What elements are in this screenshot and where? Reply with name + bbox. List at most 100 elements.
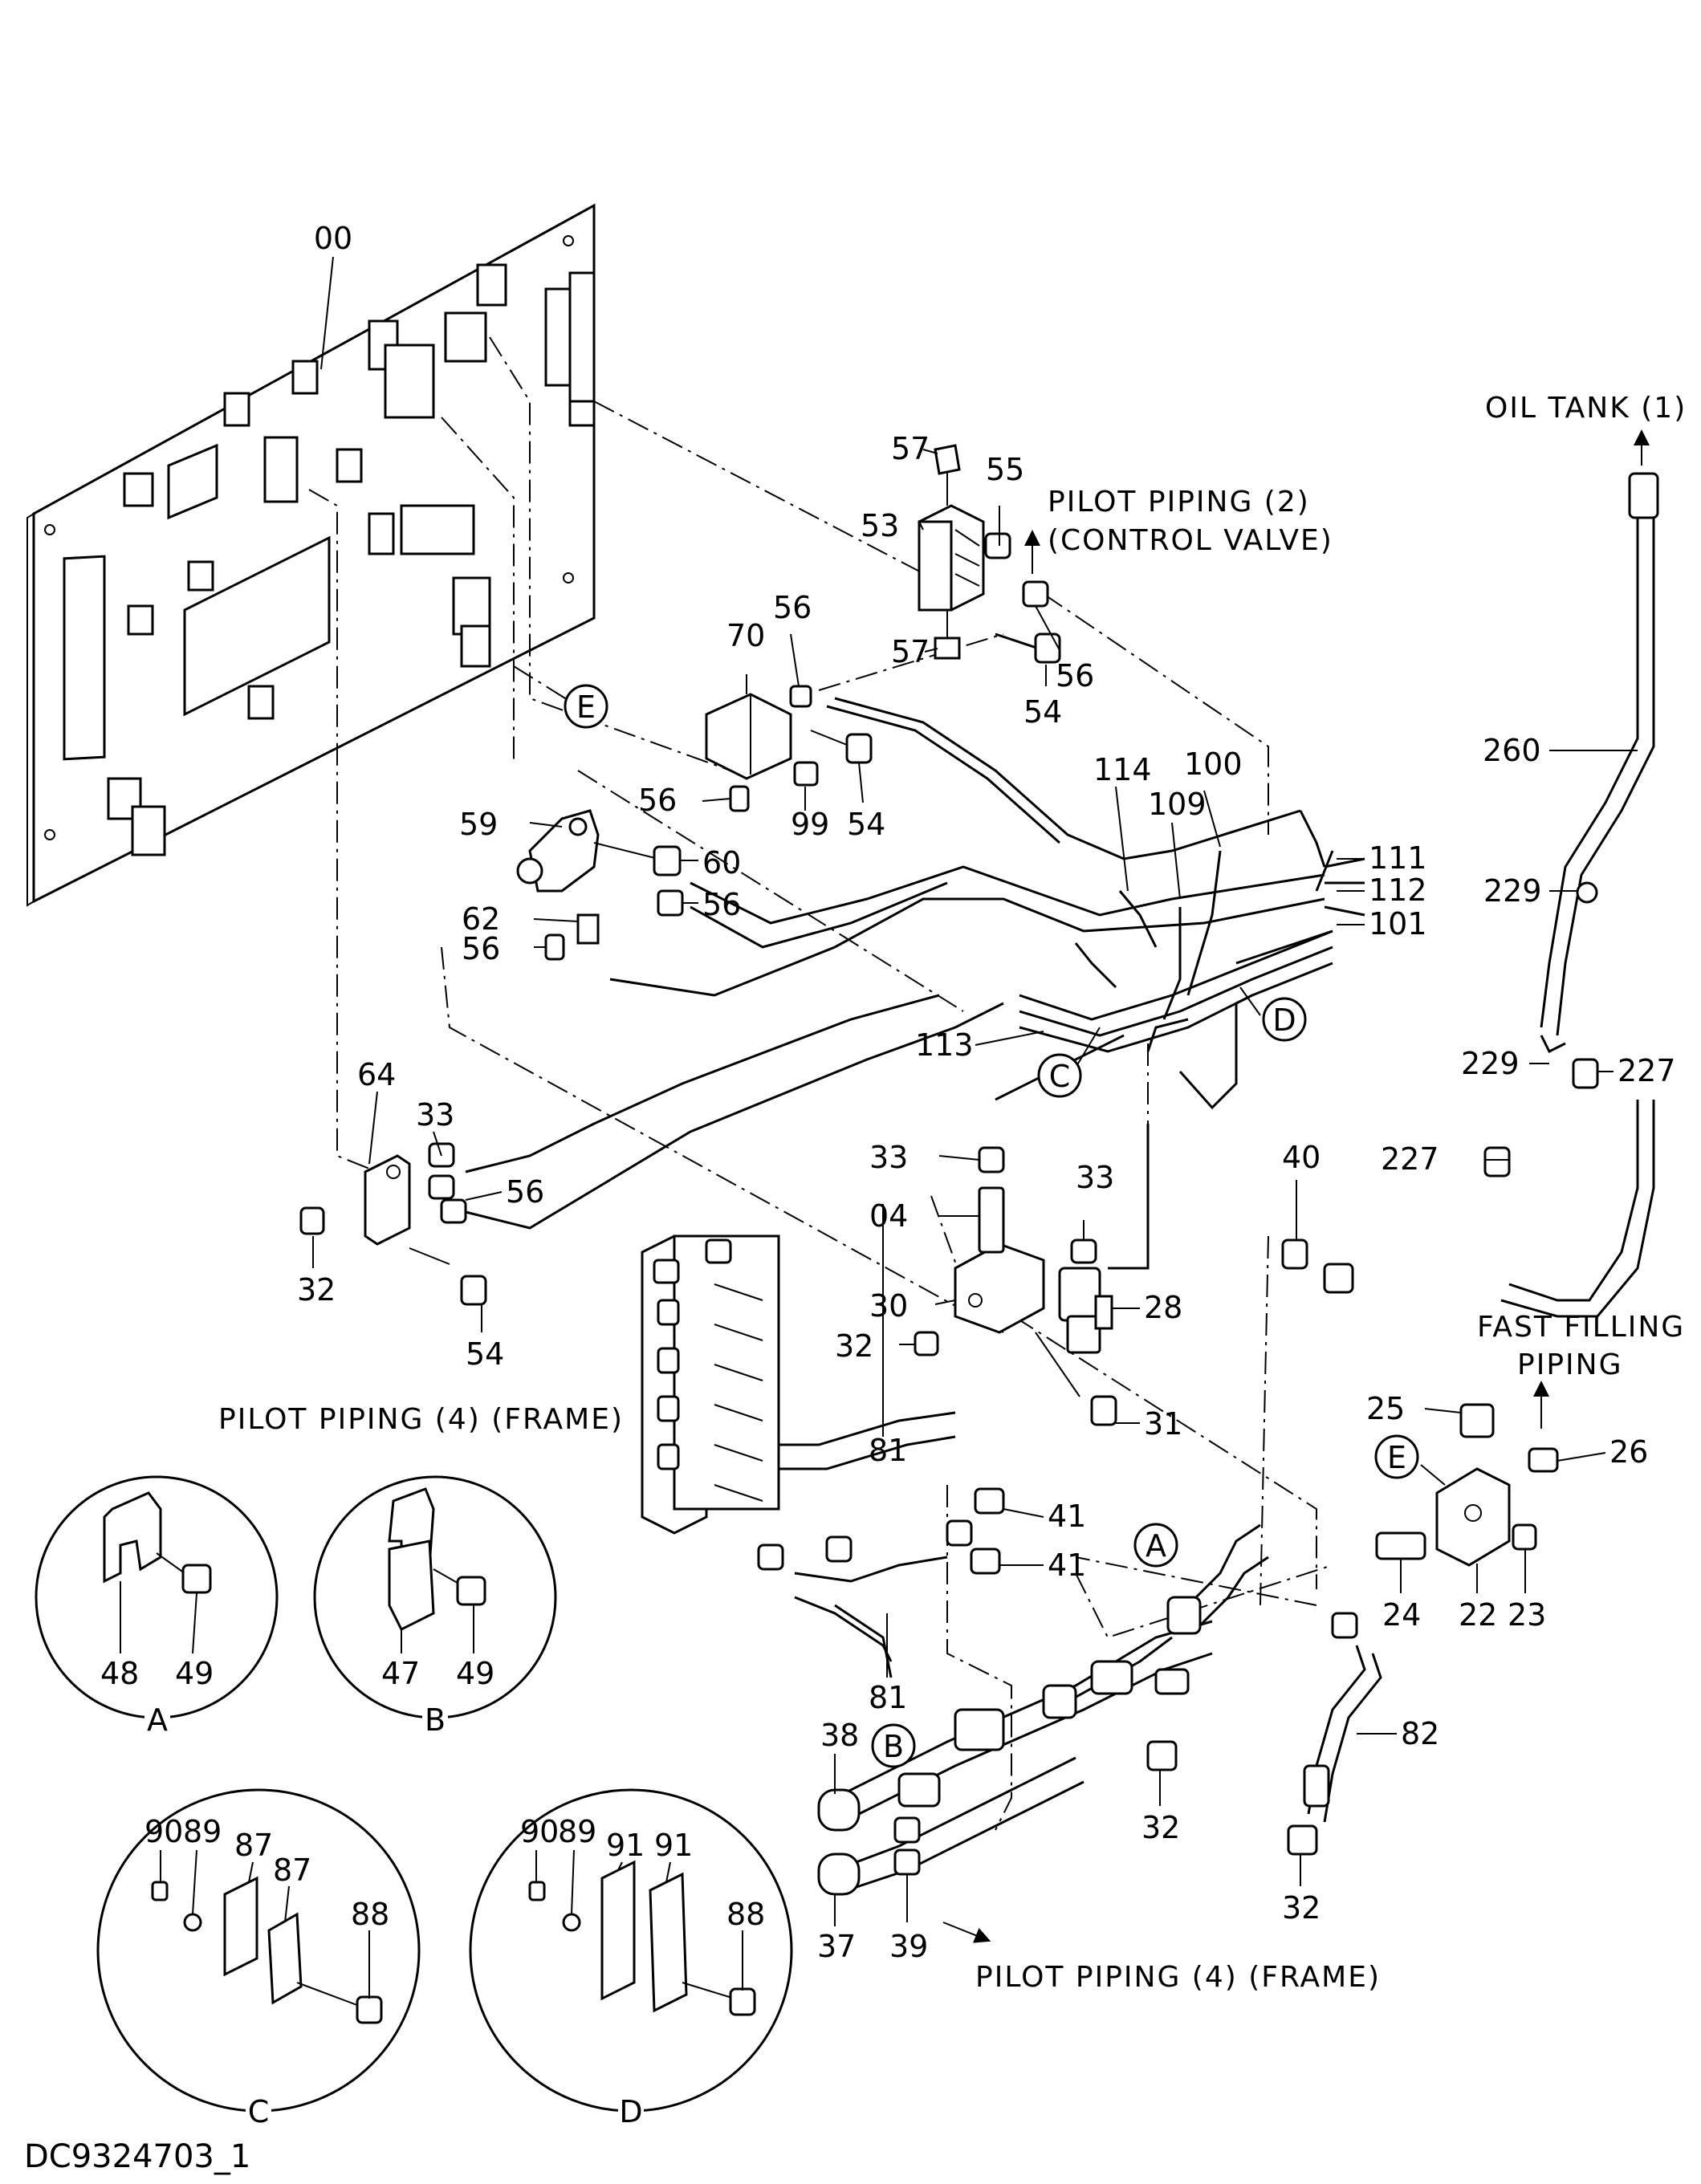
callout-54-b: 54 [847,807,885,842]
callout-56-b: 56 [773,590,812,625]
note-pilot-piping-4-frame: PILOT PIPING (4) (FRAME) [218,1403,624,1436]
callout-64: 64 [357,1057,396,1092]
detail-letter-d: D [619,2094,642,2129]
note-pilot-piping-2: PILOT PIPING (2) [1048,486,1310,519]
callout-41: 41 [1048,1499,1086,1534]
callout-54: 54 [1023,694,1062,730]
callout-00: 00 [314,221,352,256]
callout-56-f: 56 [506,1174,544,1210]
callout-32: 32 [297,1272,336,1308]
callout-88-b: 88 [726,1897,765,1932]
callout-70: 70 [726,618,765,653]
callout-53: 53 [861,508,899,543]
callout-23: 23 [1508,1597,1546,1633]
note-oil-tank: OIL TANK (1) [1485,392,1687,425]
callout-31: 31 [1144,1406,1182,1442]
view-marker-e: E [576,689,596,725]
callout-37: 37 [817,1929,856,1964]
callout-109: 109 [1148,787,1207,822]
note-pilot-piping-4-frame-b: PILOT PIPING (4) (FRAME) [975,1961,1381,1994]
view-marker-a: A [1146,1528,1166,1564]
callout-87: 87 [234,1828,273,1863]
detail-view-b [313,1475,557,1719]
callout-04: 04 [869,1198,908,1234]
callout-49: 49 [175,1656,214,1691]
detail-letter-b: B [425,1702,446,1738]
callout-33: 33 [416,1097,454,1133]
frame-plate [26,203,596,907]
leader-lines [120,256,1650,1999]
callout-54-c: 54 [466,1336,504,1372]
detail-view-d [469,1788,793,2113]
callout-89: 89 [183,1814,222,1849]
callout-30: 30 [869,1288,908,1324]
callout-113: 113 [915,1027,974,1063]
detail-view-letters: A B C D [144,1702,644,2129]
callout-56-c: 56 [638,783,677,818]
callout-28: 28 [1144,1290,1182,1325]
callout-33-b: 33 [869,1140,908,1175]
callouts: 00 57 55 53 57 54 56 56 70 56 99 54 59 6… [100,221,1676,1964]
callout-47: 47 [381,1656,420,1691]
callout-22: 22 [1459,1597,1497,1633]
callout-55: 55 [986,452,1024,487]
callout-229: 229 [1483,873,1542,909]
note-control-valve: (CONTROL VALVE) [1048,524,1333,557]
callout-227: 227 [1618,1053,1676,1088]
detail-view-a [35,1475,279,1719]
callout-41-b: 41 [1048,1548,1086,1583]
callout-91: 91 [606,1828,645,1863]
callout-260: 260 [1483,733,1541,768]
callout-87-b: 87 [273,1853,311,1888]
callout-112: 112 [1369,872,1427,908]
callout-32-d: 32 [1282,1890,1321,1926]
callout-111: 111 [1369,840,1427,876]
callout-33-c: 33 [1076,1160,1114,1195]
document-id: DC9324703_1 [24,2138,250,2175]
assembly-lines [308,336,1333,1831]
pipes [465,514,1655,1896]
callout-26: 26 [1609,1434,1648,1470]
view-marker-d: D [1272,1003,1296,1038]
view-marker-e-2: E [1387,1440,1406,1475]
view-markers: E C D E A B [564,684,1419,1768]
callout-40: 40 [1282,1140,1321,1175]
callout-229-b: 229 [1461,1046,1520,1081]
callout-56-e: 56 [462,931,500,966]
callout-60: 60 [702,845,741,881]
callout-62: 62 [462,901,500,937]
notes: OIL TANK (1) PILOT PIPING (2) (CONTROL V… [218,392,1687,1994]
callout-32-b: 32 [835,1328,873,1364]
components [299,444,1659,1896]
callout-88: 88 [351,1897,389,1932]
callout-89-b: 89 [558,1814,596,1849]
callout-227-b: 227 [1381,1141,1439,1177]
detail-letter-a: A [147,1702,168,1738]
callout-39: 39 [889,1929,928,1964]
callout-91-b: 91 [654,1828,693,1863]
view-marker-c: C [1049,1059,1071,1094]
callout-99: 99 [791,807,829,842]
callout-101: 101 [1369,906,1427,942]
note-fast-filling-piping: PIPING [1517,1348,1622,1381]
view-marker-b: B [883,1729,904,1764]
callout-57: 57 [891,431,930,466]
callout-81-b: 81 [869,1680,907,1715]
callout-57-b: 57 [891,634,930,669]
callout-24: 24 [1382,1597,1421,1633]
callout-81: 81 [869,1433,907,1468]
callout-114: 114 [1093,752,1152,787]
callout-25: 25 [1366,1391,1405,1426]
detail-letter-c: C [248,2094,270,2129]
callout-49-b: 49 [456,1656,494,1691]
callout-90: 90 [144,1814,183,1849]
callout-56: 56 [1056,658,1094,693]
callout-32-c: 32 [1141,1810,1180,1845]
callout-82: 82 [1401,1716,1439,1751]
callout-38: 38 [820,1718,859,1753]
callout-56-d: 56 [702,887,741,922]
callout-48: 48 [100,1656,139,1691]
callout-59: 59 [459,807,498,842]
callout-100: 100 [1184,746,1243,782]
